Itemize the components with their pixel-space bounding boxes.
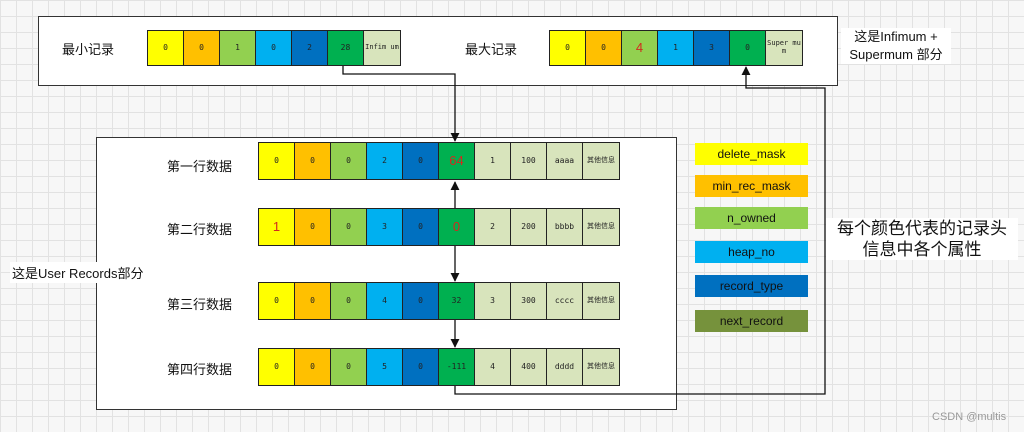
legend-next-record: next_record <box>695 310 808 332</box>
value-cell: 200 <box>511 209 547 245</box>
next-record-cell: 0 <box>439 209 475 245</box>
infimum-supremum-note: 这是Infimum + Supermum 部分 <box>841 28 951 64</box>
user-record-row-4: 0 0 0 5 0 -111 4 400 dddd 其他信息 <box>258 348 620 386</box>
next-record-cell: 28 <box>328 31 364 65</box>
watermark: CSDN @multis <box>932 411 1007 423</box>
text-cell: bbbb <box>547 209 583 245</box>
legend-delete-mask: delete_mask <box>695 143 808 165</box>
infimum-supremum-note-text: 这是Infimum + Supermum 部分 <box>849 29 943 62</box>
value-cell: 300 <box>511 283 547 319</box>
value-cell: 400 <box>511 349 547 385</box>
n-owned-cell: 1 <box>220 31 256 65</box>
delete-mask-cell: 0 <box>259 143 295 179</box>
min-record-label: 最小记录 <box>62 43 115 58</box>
row-1-label: 第一行数据 <box>167 160 233 175</box>
min-rec-mask-cell: 0 <box>184 31 220 65</box>
row-4-to-supremum-arrow <box>454 66 826 395</box>
delete-mask-cell: 0 <box>148 31 184 65</box>
heap-no-cell: 1 <box>658 31 694 65</box>
legend-note-line-1: 每个颜色代表的记录头 <box>837 219 1007 238</box>
legend-note: 每个颜色代表的记录头 信息中各个属性 <box>826 218 1018 260</box>
id-cell: 1 <box>475 143 511 179</box>
record-type-cell: 0 <box>403 283 439 319</box>
heap-no-cell: 2 <box>367 143 403 179</box>
id-cell: 2 <box>475 209 511 245</box>
heap-no-cell: 0 <box>256 31 292 65</box>
min-rec-mask-cell: 0 <box>295 143 331 179</box>
record-type-cell: 2 <box>292 31 328 65</box>
heap-no-cell: 5 <box>367 349 403 385</box>
delete-mask-cell: 0 <box>259 283 295 319</box>
n-owned-cell: 0 <box>331 143 367 179</box>
delete-mask-cell: 0 <box>259 349 295 385</box>
legend-record-type: record_type <box>695 275 808 297</box>
other-info-cell: 其他信息 <box>583 143 619 179</box>
user-records-note: 这是User Records部分 <box>10 262 146 283</box>
record-type-cell: 3 <box>694 31 730 65</box>
legend-heap-no: heap_no <box>695 241 808 263</box>
text-cell: cccc <box>547 283 583 319</box>
text-cell: dddd <box>547 349 583 385</box>
n-owned-cell: 4 <box>622 31 658 65</box>
user-record-row-2: 1 0 0 3 0 0 2 200 bbbb 其他信息 <box>258 208 620 246</box>
heap-no-cell: 3 <box>367 209 403 245</box>
user-record-row-1: 0 0 0 2 0 64 1 100 aaaa 其他信息 <box>258 142 620 180</box>
row-4-label: 第四行数据 <box>167 363 233 378</box>
other-info-cell: 其他信息 <box>583 349 619 385</box>
record-type-cell: 0 <box>403 209 439 245</box>
min-rec-mask-cell: 0 <box>295 209 331 245</box>
next-record-cell: -111 <box>439 349 475 385</box>
text-cell: aaaa <box>547 143 583 179</box>
max-record-label: 最大记录 <box>465 43 518 58</box>
next-record-cell: 64 <box>439 143 475 179</box>
other-info-cell: 其他信息 <box>583 283 619 319</box>
heap-no-cell: 4 <box>367 283 403 319</box>
supremum-record: 0 0 4 1 3 0 Super mum <box>549 30 803 66</box>
n-owned-cell: 0 <box>331 209 367 245</box>
record-type-cell: 0 <box>403 143 439 179</box>
delete-mask-cell: 0 <box>550 31 586 65</box>
infimum-text-cell: Infim um <box>364 31 400 65</box>
infimum-to-row-1-arrow <box>342 66 460 142</box>
id-cell: 3 <box>475 283 511 319</box>
min-rec-mask-cell: 0 <box>295 283 331 319</box>
value-cell: 100 <box>511 143 547 179</box>
user-record-row-3: 0 0 0 4 0 32 3 300 cccc 其他信息 <box>258 282 620 320</box>
min-rec-mask-cell: 0 <box>295 349 331 385</box>
next-record-cell: 32 <box>439 283 475 319</box>
n-owned-cell: 0 <box>331 349 367 385</box>
row-2-label: 第二行数据 <box>167 223 233 238</box>
min-rec-mask-cell: 0 <box>586 31 622 65</box>
legend-note-line-2: 信息中各个属性 <box>862 240 982 259</box>
infimum-record: 0 0 1 0 2 28 Infim um <box>147 30 401 66</box>
next-record-cell: 0 <box>730 31 766 65</box>
legend-min-rec-mask: min_rec_mask <box>695 175 808 197</box>
n-owned-cell: 0 <box>331 283 367 319</box>
delete-mask-cell: 1 <box>259 209 295 245</box>
id-cell: 4 <box>475 349 511 385</box>
legend-n-owned: n_owned <box>695 207 808 229</box>
row-3-label: 第三行数据 <box>167 298 233 313</box>
record-type-cell: 0 <box>403 349 439 385</box>
other-info-cell: 其他信息 <box>583 209 619 245</box>
supremum-text-cell: Super mum <box>766 31 802 65</box>
